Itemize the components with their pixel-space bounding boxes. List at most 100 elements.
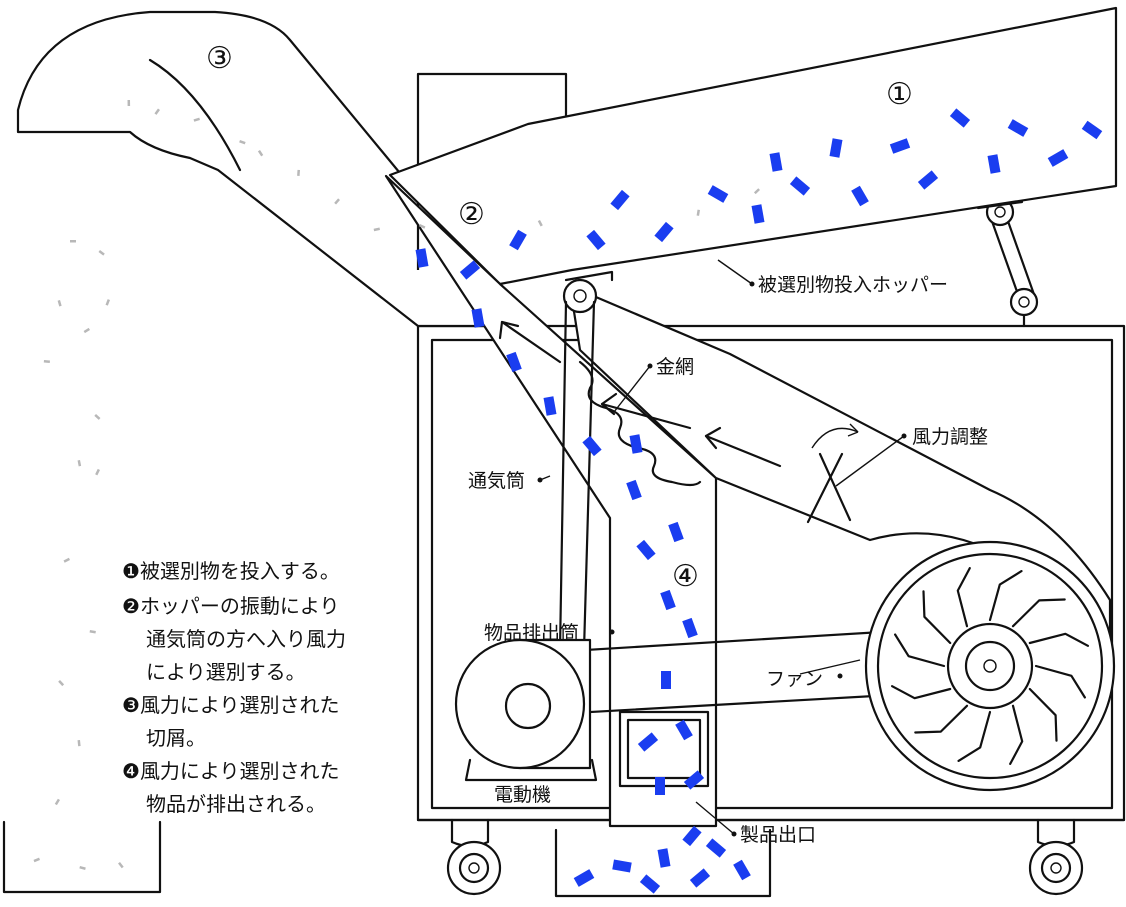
scrap-speck: [154, 108, 161, 115]
fan-blade: [891, 685, 952, 700]
fan-blade: [957, 710, 992, 762]
note-3-line-1: ❸風力により選別された: [122, 693, 340, 717]
product-chip: [851, 185, 869, 207]
fan-blade: [956, 567, 971, 628]
scrap-exhaust-duct: [16, 10, 504, 328]
scrap-speck: [127, 100, 131, 107]
product-chip: [949, 108, 971, 128]
product-chip: [829, 138, 843, 158]
scrap-speck: [98, 249, 105, 256]
product-chip: [661, 671, 671, 689]
scrap-speck: [43, 359, 50, 364]
product-chip: [689, 868, 711, 888]
label-air-duct: 通気筒: [468, 470, 525, 492]
product-chip: [1007, 119, 1029, 137]
note-3-line-2: 切屑。: [146, 726, 206, 750]
product-chip: [733, 859, 751, 881]
label-hopper: 被選別物投入ホッパー: [758, 274, 948, 296]
product-chip: [668, 521, 684, 543]
air-duct-channel: [384, 174, 718, 828]
caster-right: [1028, 818, 1084, 896]
fan-blade: [1034, 664, 1086, 699]
product-chip: [682, 617, 698, 639]
scrap-speck: [95, 468, 100, 476]
product-chip: [655, 777, 665, 795]
fan-blade: [1011, 598, 1066, 628]
product-chip: [459, 260, 481, 280]
scrap-speck: [373, 227, 380, 232]
product-chip: [1047, 149, 1069, 167]
note-2-line-3: により選別する。: [146, 660, 306, 684]
scrap-speck: [297, 169, 300, 176]
product-chip: [629, 434, 643, 454]
scrap-speck: [33, 857, 40, 863]
fan-blade: [988, 570, 1023, 622]
product-chip: [705, 838, 727, 858]
wire-mesh: [578, 360, 702, 487]
product-chip: [612, 859, 632, 873]
scrap-speck: [418, 224, 426, 229]
product-chip: [610, 189, 630, 211]
hopper-support-linkage: [564, 188, 1039, 328]
scrap-speck: [94, 413, 101, 420]
scrap-speck: [696, 209, 700, 216]
scrap-speck: [79, 866, 86, 870]
scrap-speck: [334, 198, 340, 205]
label-mesh: 金網: [656, 356, 694, 378]
label-fan: ファン: [766, 668, 823, 690]
scrap-speck: [54, 798, 60, 806]
product-chip: [415, 248, 429, 268]
note-2-line-1: ❷ホッパーの振動により: [122, 594, 340, 618]
scrap-collection-bin: [2, 820, 162, 894]
marker-2: ②: [458, 197, 485, 232]
product-outlet-box: [618, 710, 710, 788]
label-discharge-duct: 物品排出筒: [484, 622, 579, 644]
product-chips: [415, 108, 1103, 894]
fan-blade: [1028, 632, 1089, 647]
product-chip: [751, 204, 765, 224]
product-chip: [639, 874, 661, 894]
scrap-particles: [33, 100, 760, 870]
caster-left: [446, 818, 502, 896]
fan-wheel: [864, 540, 1116, 792]
note-4-line-2: 物品が排出される。: [146, 792, 326, 816]
fan-blade: [1028, 687, 1058, 742]
scrap-speck: [63, 557, 70, 563]
note-2-line-2: 通気筒の方へ入り風力: [146, 627, 346, 651]
electric-motor: [454, 638, 598, 782]
fan-blade: [894, 633, 946, 668]
scrap-speck: [118, 862, 124, 869]
product-chip: [675, 719, 693, 741]
product-chip: [917, 170, 939, 190]
product-chip: [626, 479, 642, 501]
product-chip: [506, 351, 522, 373]
product-chip: [789, 176, 811, 196]
scrap-speck: [83, 327, 90, 334]
label-motor: 電動機: [494, 784, 551, 806]
product-chip: [889, 138, 911, 154]
product-chip: [707, 185, 729, 203]
fan-blade: [922, 590, 952, 645]
marker-3: ③: [206, 41, 233, 76]
product-collection-bin: [554, 828, 772, 898]
product-chip: [573, 869, 595, 887]
product-chip: [586, 229, 606, 251]
marker-4: ④: [672, 559, 699, 594]
scrap-speck: [193, 117, 201, 122]
label-air-adjust: 風力調整: [912, 426, 988, 448]
scrap-speck: [58, 680, 65, 687]
product-chip: [657, 848, 671, 868]
product-chip: [654, 221, 674, 243]
scrap-speck: [753, 188, 760, 195]
leader-lines: [537, 259, 907, 837]
scrap-speck: [77, 740, 81, 747]
product-chip: [509, 229, 527, 251]
product-chip: [683, 770, 705, 790]
scrap-speck: [89, 630, 96, 634]
note-4-line-1: ❹風力により選別された: [122, 759, 340, 783]
product-chip: [682, 825, 702, 847]
product-chip: [637, 732, 659, 752]
scrap-speck: [239, 140, 246, 145]
note-1-line-1: ❶被選別物を投入する。: [122, 559, 340, 583]
